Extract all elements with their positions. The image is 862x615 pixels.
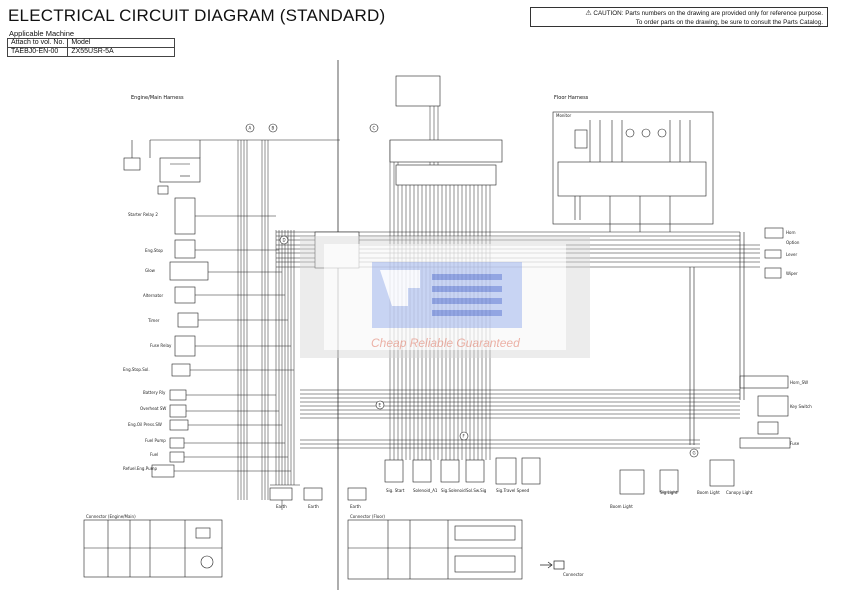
monitor-block — [552, 111, 714, 232]
component-label: Eng.Oil Press.SW — [128, 422, 162, 427]
component-label: Eng.Stop.Sol. — [123, 367, 150, 372]
component-label: Alternator — [143, 293, 163, 298]
watermark-tagline: Cheap Reliable Guaranteed — [371, 336, 520, 350]
marker-g — [689, 448, 699, 458]
component-label: Fuel Pump — [145, 438, 166, 443]
component-label: Overheat SW — [140, 406, 166, 411]
component-label: Sig.Light — [660, 490, 678, 495]
connector-arrow-label: Connector — [563, 572, 584, 577]
page-title: ELECTRICAL CIRCUIT DIAGRAM (STANDARD) — [8, 6, 386, 25]
component-label: Timer — [147, 318, 160, 323]
connection-markers — [245, 123, 699, 458]
component-label: Horn_SW — [790, 380, 808, 385]
marker-labels: A B C D E F G — [249, 126, 696, 456]
bottom-component-labels: Sig. Start Solenoid_A1 Sig.Solenoid Sol.… — [276, 488, 753, 509]
marker-label: G — [693, 451, 696, 456]
component-label: Sol.Sw.Sig — [466, 488, 487, 493]
component-label: Wiper — [786, 271, 798, 276]
component-label: Sig.Solenoid — [441, 488, 466, 493]
right-components — [689, 227, 791, 449]
component-label: Refuel.Eng.Pump — [123, 466, 157, 471]
watermark-logo-mark — [380, 270, 420, 306]
left-component-labels: Starter Relay 2 Eng.Stop Glow Alternator… — [123, 212, 172, 471]
component-label: Starter Relay 2 — [128, 212, 158, 217]
component-label: Glow — [145, 268, 156, 273]
component-label: Lever — [786, 252, 797, 257]
section-label-floor: Floor Harness — [554, 95, 589, 101]
applicable-machine-label: Applicable Machine — [9, 29, 75, 38]
component-label: Sig. Start — [386, 488, 405, 493]
table-cell: TAEBJ0-EN-00 — [6, 47, 69, 57]
section-label-engine: Engine/Main Harness — [131, 95, 184, 101]
connector-table-left — [83, 519, 223, 578]
watermark-logo-lines — [432, 274, 502, 316]
component-label: Boom Light — [610, 504, 633, 509]
component-label: Battery Rly — [143, 390, 166, 395]
marker-label: A — [249, 126, 252, 131]
marker-b — [268, 123, 278, 133]
component-label: Option — [786, 240, 800, 245]
table-cell: ZX55USR-5A — [67, 47, 176, 57]
connector-table-right — [347, 519, 523, 580]
monitor-label: Monitor — [556, 113, 572, 118]
component-label: Fuse — [790, 441, 800, 446]
left-components — [151, 197, 209, 478]
warning-triangle-icon: ⚠ — [585, 10, 592, 17]
component-label: Sig.Travel Speed — [496, 488, 530, 493]
ground-label: Earth — [350, 504, 361, 509]
connector-table-left-label: Connector (Engine/Main) — [86, 514, 136, 519]
marker-label: E — [379, 403, 382, 408]
battery-block — [123, 139, 340, 195]
component-label: Fuse Relay — [150, 343, 172, 348]
bottom-components — [269, 457, 735, 501]
marker-a — [245, 123, 255, 133]
marker-d — [279, 235, 289, 245]
marker-label: B — [272, 126, 275, 131]
component-label: Boom Light — [697, 490, 720, 495]
caution-line-2: To order parts on the drawing, be sure t… — [635, 19, 823, 26]
table-row: TAEBJ0-EN-00 ZX55USR-5A — [6, 47, 176, 57]
ground-label: Earth — [308, 504, 319, 509]
right-component-labels: Horn Option Lever Wiper Horn_SW Key Swit… — [786, 230, 812, 446]
ground-label: Earth — [276, 504, 287, 509]
marker-f — [459, 431, 469, 441]
component-label: Canopy Light — [726, 490, 753, 495]
marker-label: D — [283, 238, 286, 243]
component-label: Eng.Stop — [145, 248, 163, 253]
marker-e — [375, 400, 385, 410]
component-label: Fuel — [150, 452, 158, 457]
marker-label: C — [373, 126, 376, 131]
component-label: Solenoid_A1 — [413, 488, 438, 493]
connector-arrow-icon — [540, 560, 565, 570]
component-label: Horn — [786, 230, 796, 235]
connector-table-right-label: Connector (Floor) — [350, 514, 385, 519]
caution-line-1: CAUTION: Parts numbers on the drawing ar… — [593, 10, 823, 17]
harness-left — [174, 140, 300, 510]
marker-c — [369, 123, 379, 133]
watermark: Cheap Reliable Guaranteed — [300, 236, 590, 358]
caution-box: ⚠ CAUTION: Parts numbers on the drawing … — [530, 7, 828, 27]
marker-label: F — [463, 434, 466, 439]
component-label: Key Switch — [790, 404, 812, 409]
machine-info-table: Attach to vol. No. Model TAEBJ0-EN-00 ZX… — [6, 38, 176, 57]
